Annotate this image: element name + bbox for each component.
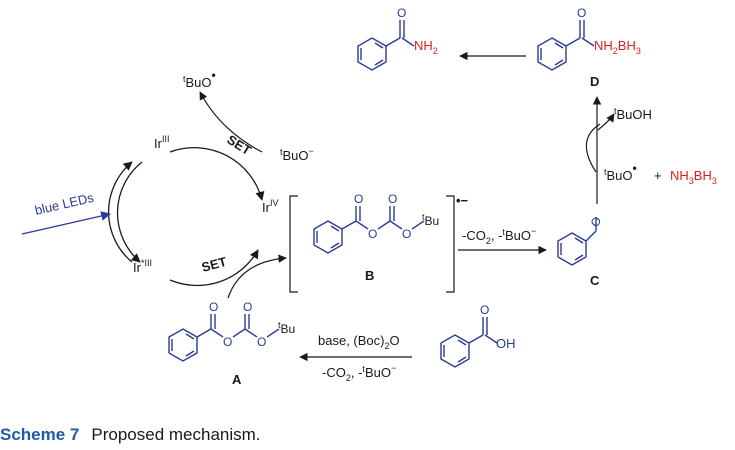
d-nh2bh3: NH2BH3: [594, 38, 641, 56]
b-carbonyl-o1: O: [354, 192, 363, 206]
set-label-top: SET: [224, 132, 253, 158]
benzamide-product: O NH2: [357, 6, 438, 71]
cond-acid-to-a-bottom: -CO2, -tBuO−: [322, 363, 396, 383]
a-tbu: tBu: [278, 320, 295, 336]
cycle-arc-ir3-to-ir4: [169, 147, 265, 201]
radical-anion-sign: •−: [456, 193, 469, 208]
caption-text: Proposed mechanism.: [91, 425, 260, 444]
acid-oh: OH: [496, 336, 516, 351]
d-oxygen: O: [577, 6, 586, 20]
d-label: D: [590, 74, 599, 89]
compound-d: O NH2BH3 D: [537, 6, 641, 89]
a-ester-o2: O: [257, 335, 266, 349]
b-benzene-ring: [313, 220, 343, 254]
b-ester-o2: O: [402, 227, 411, 241]
light-arrow: [21, 211, 111, 235]
a-ester-o1: O: [223, 335, 232, 349]
b-chain: [341, 206, 425, 230]
acid-carbonyl-o: O: [480, 303, 489, 317]
set-label-bottom: SET: [200, 254, 228, 275]
photoredox-cycle: IrIII Ir*III IrIV SET SET tBuO• tBuO− bl…: [21, 68, 314, 299]
compound-a: O O O O tBu A: [168, 300, 295, 387]
cycle-arc-excitation: [116, 161, 143, 263]
compound-c: O C: [557, 214, 605, 288]
c-oxygen: O: [588, 214, 605, 230]
tbuo-radical-reagent: tBuO•: [604, 161, 637, 183]
tbuoh-label: tBuOH: [614, 106, 652, 122]
hat-curve: [585, 123, 601, 173]
a-label: A: [232, 372, 242, 387]
amide-nh2: NH2: [414, 38, 438, 56]
b-carbonyl-o2: O: [388, 192, 397, 206]
cond-acid-to-a-top: base, (Boc)2O: [318, 333, 400, 351]
c-label: C: [590, 273, 600, 288]
a-carbonyl-o1: O: [209, 300, 218, 314]
b-label: B: [365, 268, 374, 283]
tbuoh-out-curve: [597, 113, 615, 131]
cycle-arc-excited-to-ir4: [169, 249, 259, 287]
ir3-label: IrIII: [154, 134, 169, 151]
cond-b-to-c: -CO2, -tBuO−: [462, 226, 536, 246]
ir3-excited-label: Ir*III: [133, 258, 152, 275]
a-carbonyl-o2: O: [243, 300, 252, 314]
benzoic-acid: O OH: [440, 303, 516, 368]
ir4-label: IrIV: [262, 198, 278, 215]
figure-caption: Scheme 7 Proposed mechanism.: [0, 425, 261, 444]
amide-oxygen: O: [397, 6, 406, 20]
set-bottom-curve: [227, 254, 287, 299]
blue-leds-label: blue LEDs: [33, 190, 95, 218]
plus-sign: +: [654, 168, 662, 183]
ammonia-borane-reagent: NH3BH3: [670, 168, 717, 186]
tbuo-radical-top: tBuO•: [183, 68, 216, 90]
compound-b: •− O O O O tBu B: [289, 192, 469, 293]
tbuo-anion-top: tBuO−: [280, 146, 314, 163]
set-top-curve: [199, 91, 263, 153]
b-tbu: tBu: [422, 212, 439, 228]
b-ester-o1: O: [368, 227, 377, 241]
caption-label: Scheme 7: [0, 425, 79, 444]
